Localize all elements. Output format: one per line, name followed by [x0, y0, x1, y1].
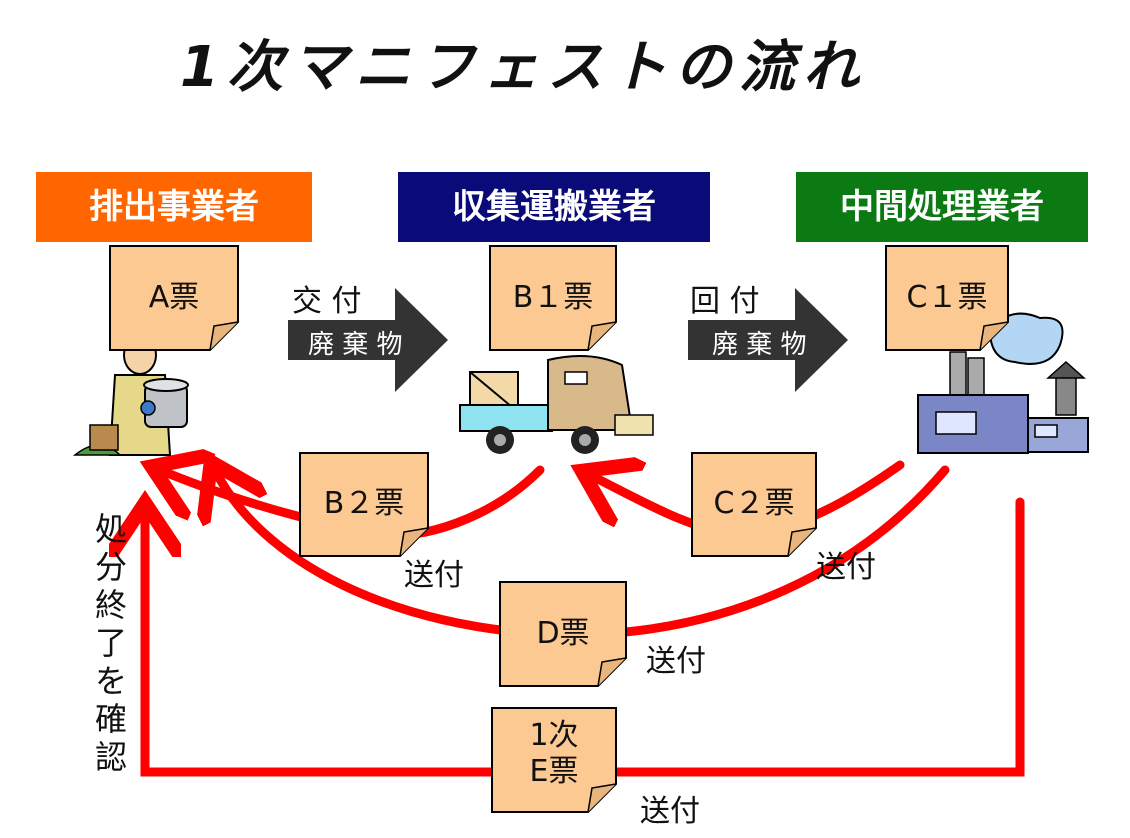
confirm-char: を: [94, 662, 127, 700]
send-label-c2: 送付: [816, 550, 876, 585]
truck-illustration: [459, 355, 654, 454]
transfer-1-item: 廃 棄 物: [308, 330, 403, 360]
confirm-char: 終: [94, 586, 127, 624]
confirm-disposal-text: 処 分 終 了 を 確 認: [86, 510, 136, 776]
confirm-char: 分: [94, 548, 127, 586]
transfer-2-action: 回 付: [690, 284, 760, 319]
slip-b1-label: B１票: [512, 280, 594, 315]
factory-illustration: [917, 312, 1089, 454]
transfer-2-item: 廃 棄 物: [712, 330, 807, 360]
send-label-b2: 送付: [404, 558, 464, 593]
send-label-e: 送付: [640, 794, 700, 829]
slip-e-line1: 1次: [529, 718, 579, 753]
confirm-char: 処: [94, 510, 127, 548]
send-label-d: 送付: [646, 644, 706, 679]
slips: [109, 245, 1009, 813]
role-emitter: 排出事業者: [36, 172, 312, 242]
slip-e-label: 1次 E票: [492, 718, 616, 790]
slip-c2-label: C２票: [713, 486, 795, 521]
role-processor: 中間処理業者: [796, 172, 1088, 242]
confirm-char: 確: [94, 700, 127, 738]
page-title: 1次マニフェストの流れ: [180, 35, 867, 100]
confirm-char: 認: [94, 738, 127, 776]
confirm-char: 了: [94, 624, 127, 662]
transfer-1-action: 交 付: [292, 284, 362, 319]
slip-d-label: D票: [536, 616, 590, 651]
transfer-arrow-2: [688, 288, 848, 392]
slip-b2-label: B２票: [323, 486, 405, 521]
slip-c1-label: C１票: [906, 280, 988, 315]
slip-a-label: A票: [148, 280, 200, 315]
role-collector: 収集運搬業者: [398, 172, 710, 242]
slip-e-line2: E票: [529, 754, 579, 789]
transfer-arrow-1: [288, 288, 448, 392]
